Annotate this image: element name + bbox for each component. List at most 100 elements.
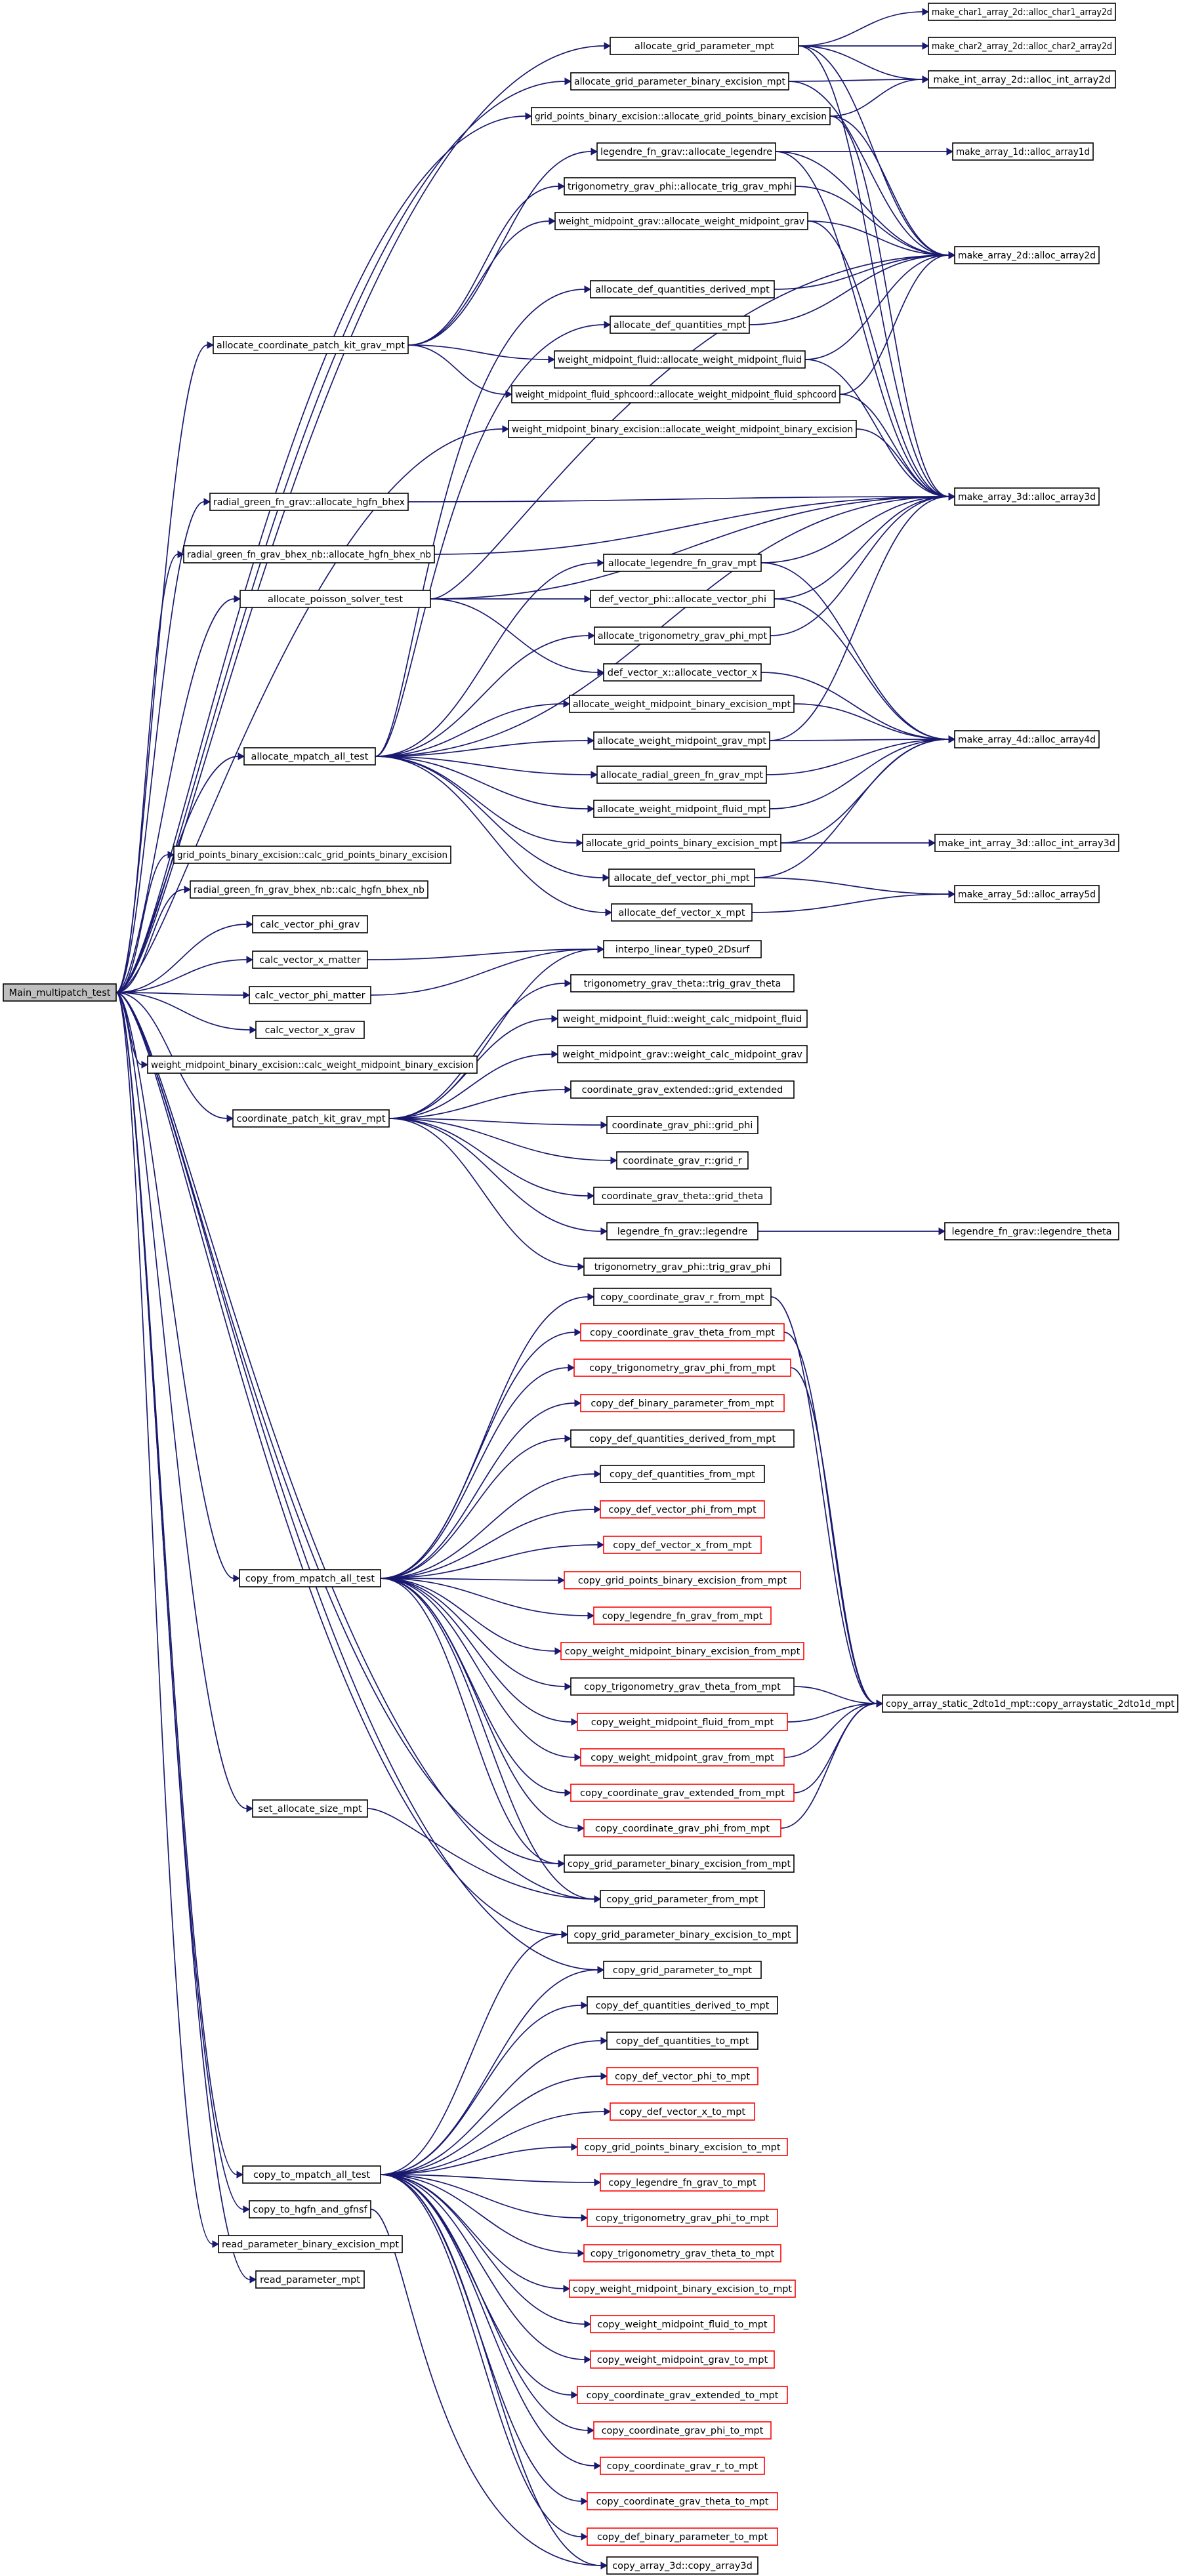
node-c-dvx-t[interactable]: copy_def_vector_x_to_mpt: [610, 2102, 755, 2121]
node-c-lfg-t[interactable]: copy_legendre_fn_grav_to_mpt: [600, 2173, 765, 2192]
node-c-gp-f[interactable]: copy_grid_parameter_from_mpt: [600, 1890, 765, 1908]
node-cg-ext[interactable]: coordinate_grav_extended::grid_extended: [570, 1080, 795, 1099]
node-trig-theta[interactable]: trigonometry_grav_theta::trig_grav_theta: [570, 974, 795, 992]
node-c-dq-t[interactable]: copy_def_quantities_to_mpt: [606, 2032, 758, 2050]
node-c-dvx-f[interactable]: copy_def_vector_x_from_mpt: [603, 1536, 762, 1554]
node-c-dbp-t[interactable]: copy_def_binary_parameter_to_mpt: [587, 2527, 778, 2546]
node-advp[interactable]: allocate_def_vector_phi_mpt: [608, 869, 755, 887]
node-adqd[interactable]: allocate_def_quantities_derived_mpt: [590, 280, 775, 298]
node-c-wmbe-t[interactable]: copy_weight_midpoint_binary_excision_to_…: [569, 2280, 796, 2298]
node-c-wmbe-f[interactable]: copy_weight_midpoint_binary_excision_fro…: [560, 1642, 804, 1660]
node-mc2[interactable]: make_char2_array_2d::alloc_char2_array2d: [928, 37, 1116, 55]
node-acpk[interactable]: allocate_coordinate_patch_kit_grav_mpt: [213, 336, 409, 354]
node-dvp-alloc[interactable]: def_vector_phi::allocate_vector_phi: [590, 590, 775, 608]
node-c-cgt-t[interactable]: copy_coordinate_grav_theta_to_mpt: [587, 2492, 778, 2510]
node-cg-phi[interactable]: coordinate_grav_phi::grid_phi: [606, 1116, 758, 1134]
node-c-dvp-f[interactable]: copy_def_vector_phi_from_mpt: [600, 1500, 765, 1519]
node-trig-phi[interactable]: trigonometry_grav_phi::trig_grav_phi: [583, 1257, 781, 1276]
node-c-gp-t[interactable]: copy_grid_parameter_to_mpt: [603, 1961, 762, 1979]
node-c-cge-t[interactable]: copy_coordinate_grav_extended_to_mpt: [577, 2386, 788, 2404]
node-c-cgt-f[interactable]: copy_coordinate_grav_theta_from_mpt: [580, 1323, 785, 1341]
node-calc-wmbe[interactable]: weight_midpoint_binary_excision::calc_we…: [147, 1055, 478, 1074]
node-c-dq-f[interactable]: copy_def_quantities_from_mpt: [600, 1465, 765, 1483]
node-m2d[interactable]: make_array_2d::alloc_array2d: [954, 246, 1100, 264]
node-agpm[interactable]: allocate_grid_parameter_mpt: [610, 37, 799, 55]
node-trig-phi-alloc[interactable]: trigonometry_grav_phi::allocate_trig_gra…: [564, 177, 796, 195]
node-leg[interactable]: legendre_fn_grav::legendre: [606, 1222, 758, 1240]
node-alg[interactable]: allocate_legendre_fn_grav_mpt: [603, 554, 762, 572]
node-amat[interactable]: allocate_mpatch_all_test: [243, 747, 376, 766]
node-mi3[interactable]: make_int_array_3d::alloc_int_array3d: [934, 834, 1119, 852]
node-cvpm[interactable]: calc_vector_phi_matter: [249, 986, 371, 1004]
node-c-tgt-f[interactable]: copy_trigonometry_grav_theta_from_mpt: [570, 1677, 795, 1696]
node-awmbe[interactable]: allocate_weight_midpoint_binary_excision…: [569, 695, 795, 713]
node-advx[interactable]: allocate_def_vector_x_mpt: [611, 903, 753, 922]
node-agpbe[interactable]: allocate_grid_parameter_binary_excision_…: [570, 72, 789, 91]
node-calc-hgfn[interactable]: radial_green_fn_grav_bhex_nb::calc_hgfn_…: [190, 880, 428, 899]
node-c-tgp-t[interactable]: copy_trigonometry_grav_phi_to_mpt: [587, 2209, 778, 2227]
node-wm-fluid-sph[interactable]: weight_midpoint_fluid_sphcoord::allocate…: [511, 385, 841, 403]
node-c-wmf-t[interactable]: copy_weight_midpoint_fluid_to_mpt: [590, 2315, 775, 2333]
node-leg-theta[interactable]: legendre_fn_grav::legendre_theta: [944, 1222, 1119, 1240]
node-m5d[interactable]: make_array_5d::alloc_array5d: [954, 885, 1100, 903]
node-calc-gpbe[interactable]: grid_points_binary_excision::calc_grid_p…: [173, 846, 451, 864]
node-cfmat[interactable]: copy_from_mpatch_all_test: [239, 1569, 381, 1587]
node-c-wmg-f[interactable]: copy_weight_midpoint_grav_from_mpt: [580, 1748, 785, 1767]
node-m4d[interactable]: make_array_4d::alloc_array4d: [954, 730, 1100, 748]
node-argf[interactable]: allocate_radial_green_fn_grav_mpt: [596, 766, 767, 784]
node-interp[interactable]: interpo_linear_type0_2Dsurf: [603, 940, 762, 958]
node-c-cgp-t[interactable]: copy_coordinate_grav_phi_to_mpt: [593, 2421, 772, 2440]
node-c-cgr-t[interactable]: copy_coordinate_grav_r_to_mpt: [600, 2457, 765, 2475]
node-c-cgr-f[interactable]: copy_coordinate_grav_r_from_mpt: [593, 1288, 772, 1306]
node-root[interactable]: Main_multipatch_test: [3, 983, 117, 1002]
node-c-lfg-f[interactable]: copy_legendre_fn_grav_from_mpt: [593, 1606, 772, 1625]
node-c-wmf-f[interactable]: copy_weight_midpoint_fluid_from_mpt: [577, 1713, 788, 1731]
node-wm-fluid-alloc[interactable]: weight_midpoint_fluid::allocate_weight_m…: [554, 350, 806, 369]
node-rp[interactable]: read_parameter_mpt: [255, 2270, 365, 2289]
node-c-wmg-t[interactable]: copy_weight_midpoint_grav_to_mpt: [590, 2350, 775, 2369]
node-c-gpbe-f[interactable]: copy_grid_points_binary_excision_from_mp…: [564, 1571, 801, 1589]
node-cvxm[interactable]: calc_vector_x_matter: [252, 951, 368, 969]
node-mi2[interactable]: make_int_array_2d::alloc_int_array2d: [928, 70, 1116, 89]
node-cas[interactable]: copy_array_static_2dto1d_mpt::copy_array…: [882, 1694, 1178, 1713]
node-cthg[interactable]: copy_to_hgfn_and_gfnsf: [249, 2200, 371, 2218]
node-rpbe[interactable]: read_parameter_binary_excision_mpt: [218, 2235, 403, 2253]
node-wm-grav-calc[interactable]: weight_midpoint_grav::weight_calc_midpoi…: [557, 1045, 808, 1063]
node-gpbe-agp[interactable]: grid_points_binary_excision::allocate_gr…: [531, 107, 831, 125]
node-cg-r[interactable]: coordinate_grav_r::grid_r: [616, 1151, 749, 1170]
node-c-dqd-f[interactable]: copy_def_quantities_derived_from_mpt: [570, 1429, 795, 1448]
node-agpbe2[interactable]: allocate_grid_points_binary_excision_mpt: [582, 834, 781, 852]
node-dvx-alloc[interactable]: def_vector_x::allocate_vector_x: [603, 663, 762, 682]
node-c-cgp-f[interactable]: copy_coordinate_grav_phi_from_mpt: [583, 1819, 781, 1837]
node-wm-be-alloc[interactable]: weight_midpoint_binary_excision::allocat…: [508, 420, 857, 438]
node-leg-alloc[interactable]: legendre_fn_grav::allocate_legendre: [596, 142, 776, 161]
node-ctmat[interactable]: copy_to_mpatch_all_test: [242, 2165, 381, 2184]
node-mc1[interactable]: make_char1_array_2d::alloc_char1_array2d: [928, 3, 1116, 21]
node-cvpg[interactable]: calc_vector_phi_grav: [252, 915, 368, 933]
node-sasm[interactable]: set_allocate_size_mpt: [252, 1799, 368, 1818]
node-c-dqd-t[interactable]: copy_def_quantities_derived_to_mpt: [587, 1996, 778, 2014]
node-rg-hgfn[interactable]: radial_green_fn_grav::allocate_hgfn_bhex: [209, 493, 409, 511]
node-cvxg[interactable]: calc_vector_x_grav: [255, 1021, 365, 1039]
node-adq[interactable]: allocate_def_quantities_mpt: [610, 316, 750, 334]
node-cpk[interactable]: coordinate_patch_kit_grav_mpt: [232, 1109, 390, 1128]
node-c-cge-f[interactable]: copy_coordinate_grav_extended_from_mpt: [570, 1784, 795, 1802]
node-wm-grav-alloc[interactable]: weight_midpoint_grav::allocate_weight_mi…: [554, 212, 808, 230]
node-awmf[interactable]: allocate_weight_midpoint_fluid_mpt: [593, 800, 770, 818]
node-c-gpbe-pt[interactable]: copy_grid_parameter_binary_excision_to_m…: [567, 1925, 798, 1944]
node-cg-theta[interactable]: coordinate_grav_theta::grid_theta: [593, 1187, 772, 1205]
node-atgp[interactable]: allocate_trigonometry_grav_phi_mpt: [594, 626, 771, 645]
node-aps[interactable]: allocate_poisson_solver_test: [239, 590, 431, 608]
node-awmg[interactable]: allocate_weight_midpoint_grav_mpt: [593, 731, 770, 750]
node-c-gpbe-t[interactable]: copy_grid_points_binary_excision_to_mpt: [577, 2138, 788, 2156]
node-c-dvp-t[interactable]: copy_def_vector_phi_to_mpt: [606, 2067, 758, 2085]
node-m3d[interactable]: make_array_3d::alloc_array3d: [954, 487, 1100, 506]
node-wm-fluid-calc[interactable]: weight_midpoint_fluid::weight_calc_midpo…: [557, 1010, 808, 1028]
node-rg-nb-hgfn[interactable]: radial_green_fn_grav_bhex_nb::allocate_h…: [183, 545, 435, 563]
node-ca3d[interactable]: copy_array_3d::copy_array3d: [606, 2556, 758, 2575]
node-m1d[interactable]: make_array_1d::alloc_array1d: [952, 142, 1094, 161]
node-c-dbp-f[interactable]: copy_def_binary_parameter_from_mpt: [580, 1394, 785, 1412]
node-c-tgt-t[interactable]: copy_trigonometry_grav_theta_to_mpt: [583, 2244, 781, 2262]
node-c-gpbe-pf[interactable]: copy_grid_parameter_binary_excision_from…: [564, 1854, 795, 1873]
node-c-tgp-f[interactable]: copy_trigonometry_grav_phi_from_mpt: [573, 1359, 791, 1377]
